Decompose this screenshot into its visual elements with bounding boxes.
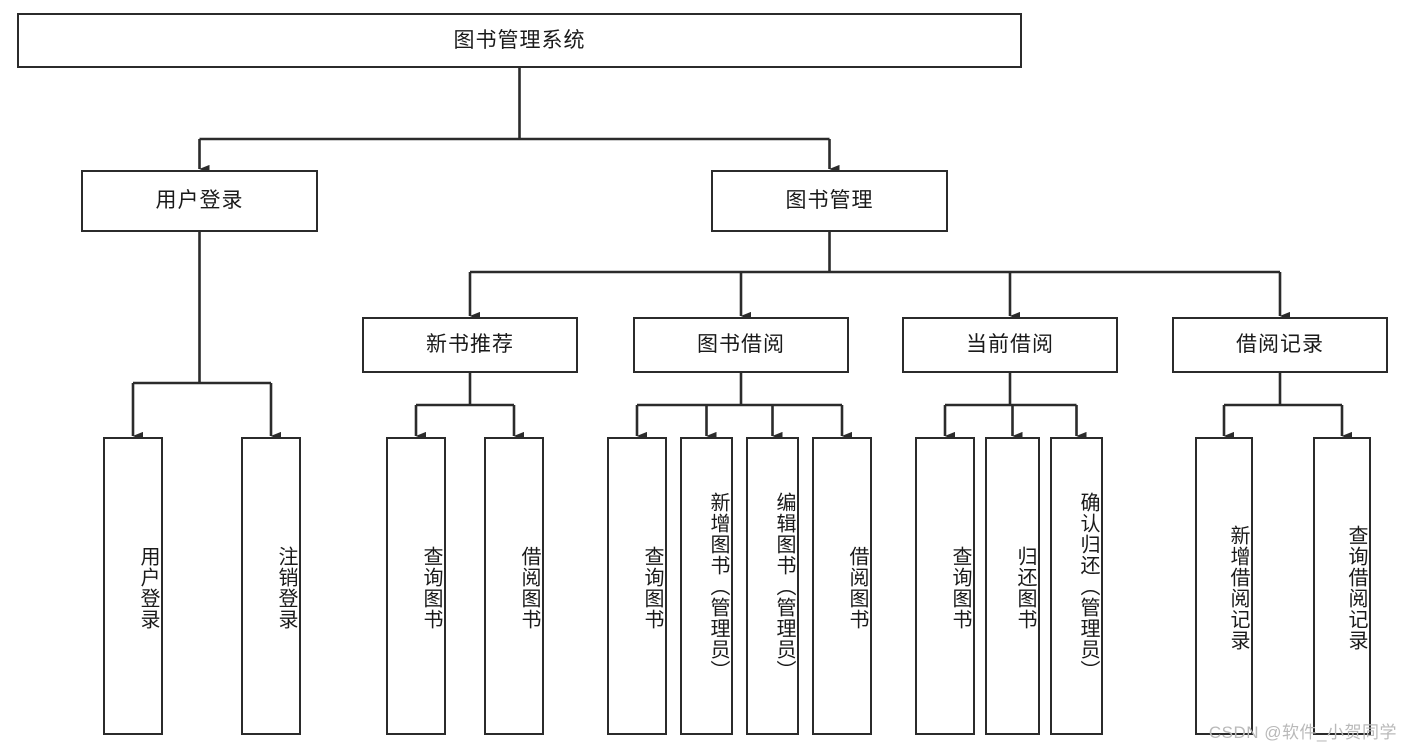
node-book-borrow[interactable]: 图书借阅 [633,317,849,373]
node-leaf-logout[interactable]: 注销登录 [241,437,301,735]
node-label: 查询借阅记录 [1345,525,1367,651]
node-borrow-record[interactable]: 借阅记录 [1172,317,1388,373]
node-leaf-query-book-2[interactable]: 查询图书 [607,437,667,735]
node-label: 新增图书（管理员） [707,492,729,681]
node-label: 借阅记录 [1236,333,1324,357]
node-root[interactable]: 图书管理系统 [17,13,1022,68]
node-current-borrow[interactable]: 当前借阅 [902,317,1118,373]
node-new-book-rec[interactable]: 新书推荐 [362,317,578,373]
node-label: 用户登录 [155,189,244,213]
node-label: 注销登录 [275,546,297,630]
node-label: 归还图书 [1014,546,1036,630]
node-leaf-add-book[interactable]: 新增图书（管理员） [680,437,733,735]
node-user-login[interactable]: 用户登录 [81,170,318,232]
node-label: 查询图书 [641,546,663,630]
node-leaf-query-book-3[interactable]: 查询图书 [915,437,975,735]
node-label: 新书推荐 [426,333,514,357]
node-label: 用户登录 [137,546,159,630]
node-leaf-add-record[interactable]: 新增借阅记录 [1195,437,1253,735]
node-label: 编辑图书（管理员） [773,492,795,681]
node-label: 查询图书 [420,546,442,630]
node-leaf-return-book[interactable]: 归还图书 [985,437,1040,735]
node-book-manage[interactable]: 图书管理 [711,170,948,232]
node-label: 新增借阅记录 [1227,525,1249,651]
node-label: 借阅图书 [518,546,540,630]
connector-layer [131,68,1353,441]
node-leaf-borrow-book-2[interactable]: 借阅图书 [812,437,872,735]
node-label: 图书管理系统 [453,28,586,52]
node-leaf-borrow-book-1[interactable]: 借阅图书 [484,437,544,735]
node-label: 确认归还（管理员） [1077,492,1099,681]
node-leaf-query-book-1[interactable]: 查询图书 [386,437,446,735]
node-leaf-user-login[interactable]: 用户登录 [103,437,163,735]
node-label: 借阅图书 [846,546,868,630]
node-label: 当前借阅 [966,333,1054,357]
node-leaf-edit-book[interactable]: 编辑图书（管理员） [746,437,799,735]
node-label: 图书管理 [785,189,874,213]
node-leaf-confirm-return[interactable]: 确认归还（管理员） [1050,437,1103,735]
node-label: 图书借阅 [697,333,785,357]
node-leaf-query-record[interactable]: 查询借阅记录 [1313,437,1371,735]
node-label: 查询图书 [949,546,971,630]
